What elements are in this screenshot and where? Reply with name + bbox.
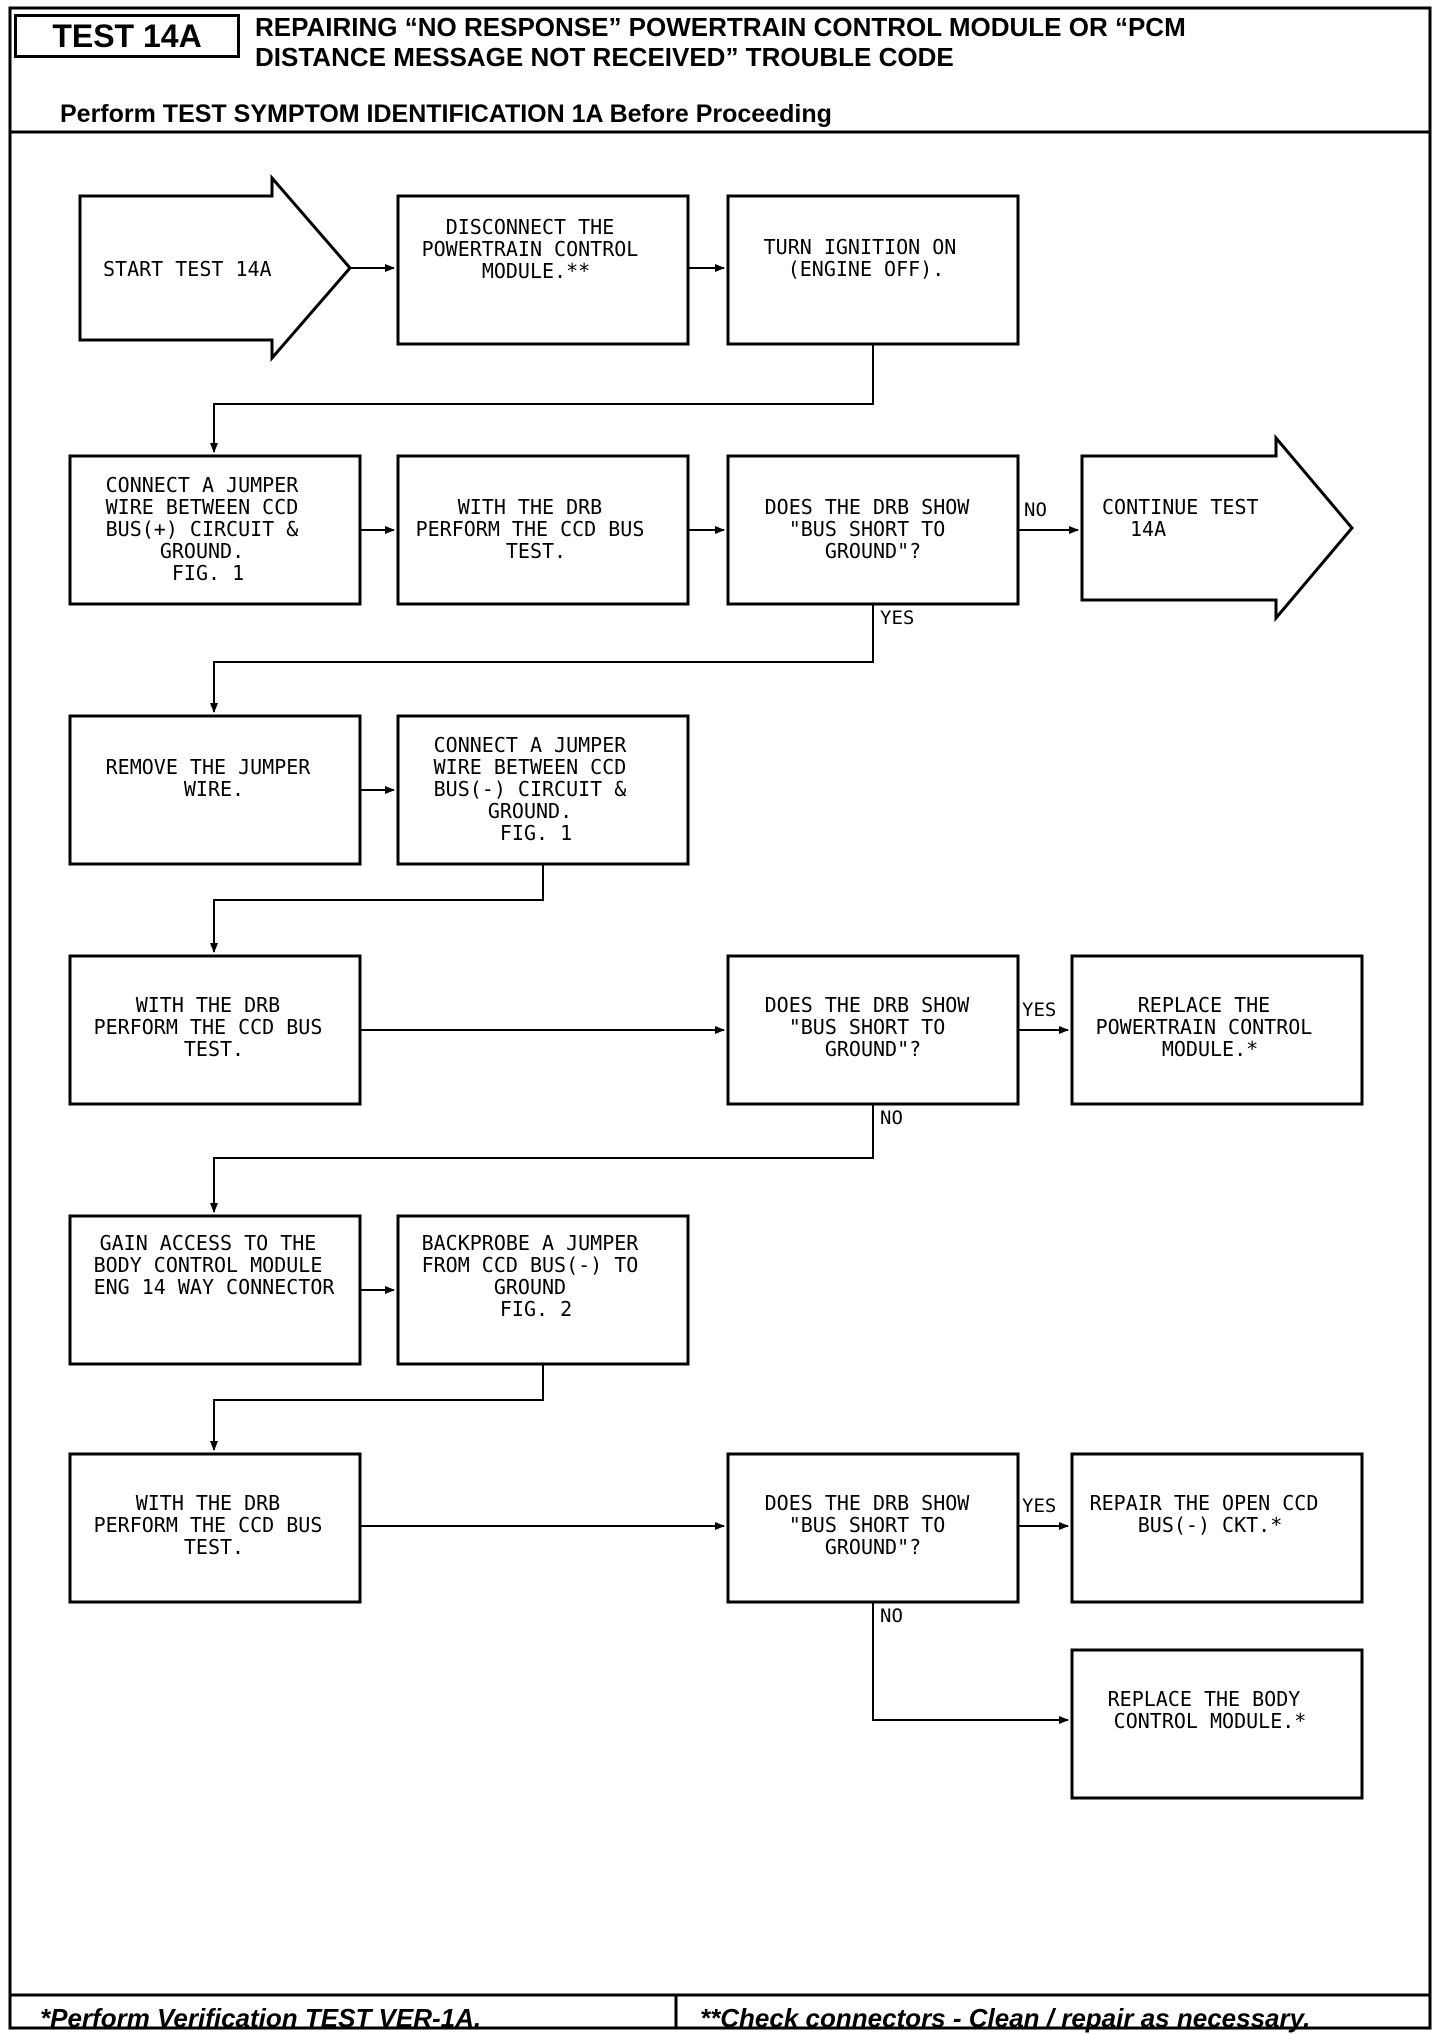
arrow-jumper-minus-to-test-2 <box>210 864 544 953</box>
page-title: REPAIRING “NO RESPONSE” POWERTRAIN CONTR… <box>255 12 1415 72</box>
backprobe-text: BACKPROBE A JUMPER FROM CCD BUS(-) TO GR… <box>422 1231 651 1321</box>
arrow-decision-2-no <box>210 1104 874 1213</box>
footer-note-verification: *Perform Verification TEST VER-1A. <box>40 2003 482 2033</box>
decision-1-yes-label: YES <box>880 607 914 629</box>
ignition-on-text: TURN IGNITION ON (ENGINE OFF). <box>764 235 969 281</box>
jumper-plus-text: CONNECT A JUMPER WIRE BETWEEN CCD BUS(+)… <box>106 473 311 585</box>
replace-pcm-text: REPLACE THE POWERTRAIN CONTROL MODULE.* <box>1096 993 1325 1061</box>
decision-3-text: DOES THE DRB SHOW "BUS SHORT TO GROUND"? <box>765 1491 982 1559</box>
replace-pcm-node <box>1070 954 1364 1106</box>
arrow-decision-1-yes <box>210 604 874 713</box>
decision-2-text: DOES THE DRB SHOW "BUS SHORT TO GROUND"? <box>765 993 982 1061</box>
ccd-test-1-text: WITH THE DRB PERFORM THE CCD BUS TEST. <box>416 495 657 563</box>
page-subtitle: Perform TEST SYMPTOM IDENTIFICATION 1A B… <box>60 100 832 128</box>
disconnect-pcm-node <box>396 194 690 346</box>
footer-note-connectors: **Check connectors - Clean / repair as n… <box>700 2003 1311 2033</box>
continue-test-node <box>1080 433 1354 623</box>
repair-open-node <box>1070 1452 1364 1604</box>
replace-bcm-node <box>1070 1648 1364 1800</box>
gain-access-text: GAIN ACCESS TO THE BODY CONTROL MODULE E… <box>94 1231 336 1299</box>
title-line-1: REPAIRING “NO RESPONSE” POWERTRAIN CONTR… <box>255 12 1186 42</box>
decision-2-no-label: NO <box>880 1107 903 1129</box>
arrow-backprobe-to-test-3 <box>210 1364 544 1451</box>
page-frame <box>8 6 1432 2030</box>
arrow-ignition-to-jumper-plus <box>210 344 874 453</box>
start-node-text: START TEST 14A <box>103 257 272 281</box>
decision-1-no-label: NO <box>1024 499 1047 521</box>
replace-bcm-text: REPLACE THE BODY CONTROL MODULE.* <box>1108 1687 1313 1733</box>
jumper-minus-text: CONNECT A JUMPER WIRE BETWEEN CCD BUS(-)… <box>434 733 639 845</box>
decision-3-yes-label: YES <box>1022 1495 1056 1517</box>
start-node <box>78 173 352 363</box>
ccd-test-3-node <box>68 1452 362 1604</box>
continue-test-text: CONTINUE TEST 14A <box>1102 495 1271 541</box>
decision-1-text: DOES THE DRB SHOW "BUS SHORT TO GROUND"? <box>765 495 982 563</box>
ccd-test-2-text: WITH THE DRB PERFORM THE CCD BUS TEST. <box>94 993 335 1061</box>
ccd-test-3-text: WITH THE DRB PERFORM THE CCD BUS TEST. <box>94 1491 335 1559</box>
repair-open-text: REPAIR THE OPEN CCD BUS(-) CKT.* <box>1090 1491 1331 1537</box>
decision-2-yes-label: YES <box>1022 999 1056 1021</box>
decision-3-no-label: NO <box>880 1605 903 1627</box>
title-line-2: DISTANCE MESSAGE NOT RECEIVED” TROUBLE C… <box>255 42 954 72</box>
test-id-box: TEST 14A <box>14 14 240 58</box>
arrow-decision-3-no <box>872 1602 1069 1724</box>
disconnect-pcm-text: DISCONNECT THE POWERTRAIN CONTROL MODULE… <box>422 215 651 283</box>
remove-jumper-text: REMOVE THE JUMPER WIRE. <box>106 755 323 801</box>
